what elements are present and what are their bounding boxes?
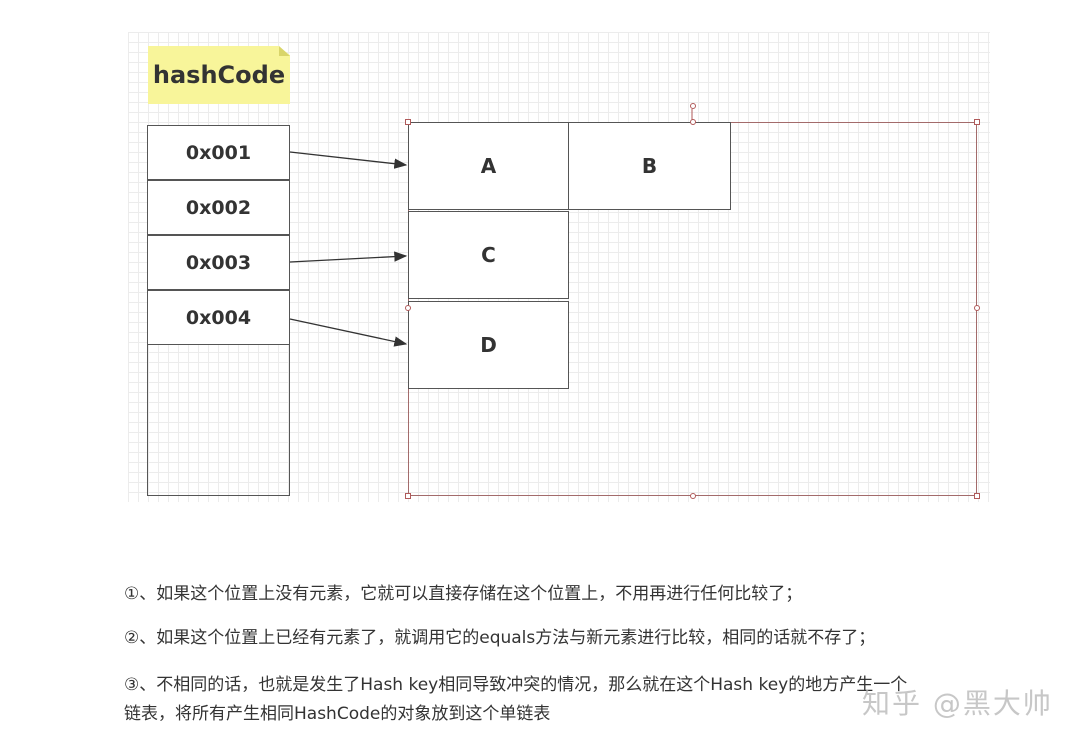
bucket-d: D: [408, 301, 569, 389]
explanation-3: ③、不相同的话，也就是发生了Hash key相同导致冲突的情况，那么就在这个Ha…: [124, 675, 908, 695]
bucket-label: A: [480, 154, 497, 178]
hash-cell-label: 0x003: [185, 251, 252, 274]
zhihu-watermark: 知乎 @黑大帅: [862, 687, 1053, 720]
hash-cell-1: 0x001: [147, 125, 290, 180]
resize-handle-top-left[interactable]: [405, 119, 411, 125]
hash-cell-4: 0x004: [147, 290, 290, 345]
resize-handle-bottom-left[interactable]: [405, 493, 411, 499]
explanation-2: ②、如果这个位置上已经有元素了，就调用它的equals方法与新元素进行比较，相同…: [124, 628, 876, 648]
resize-handle-bottom-right[interactable]: [974, 493, 980, 499]
hash-cell-3: 0x003: [147, 235, 290, 290]
rotate-handle[interactable]: [690, 103, 696, 109]
resize-handle-top-right[interactable]: [974, 119, 980, 125]
bucket-c: C: [408, 211, 569, 299]
bucket-label: C: [481, 243, 496, 267]
arrow-0x003-to-c: [289, 251, 408, 263]
hash-cell-label: 0x004: [185, 306, 252, 329]
explanation-4: 链表，将所有产生相同HashCode的对象放到这个单链表: [124, 704, 551, 724]
resize-handle-mid-right[interactable]: [974, 305, 980, 311]
bucket-label: B: [641, 154, 658, 178]
bucket-label: D: [480, 333, 497, 357]
arrow-0x004-to-d: [289, 318, 408, 347]
resize-handle-bottom-mid[interactable]: [690, 493, 696, 499]
resize-handle-top-mid[interactable]: [690, 119, 696, 125]
hash-cell-label: 0x001: [185, 141, 252, 164]
resize-handle-mid-left[interactable]: [405, 305, 411, 311]
bucket-a: A: [408, 122, 569, 210]
hash-cell-2: 0x002: [147, 180, 290, 235]
hashcode-note: hashCode: [148, 46, 290, 104]
note-fold-corner: [279, 46, 290, 56]
hashcode-note-label: hashCode: [152, 61, 286, 89]
arrow-0x001-to-a: [289, 151, 408, 169]
hash-cell-label: 0x002: [185, 196, 252, 219]
explanation-1: ①、如果这个位置上没有元素，它就可以直接存储在这个位置上，不用再进行任何比较了；: [124, 584, 803, 604]
bucket-b: B: [568, 122, 731, 210]
